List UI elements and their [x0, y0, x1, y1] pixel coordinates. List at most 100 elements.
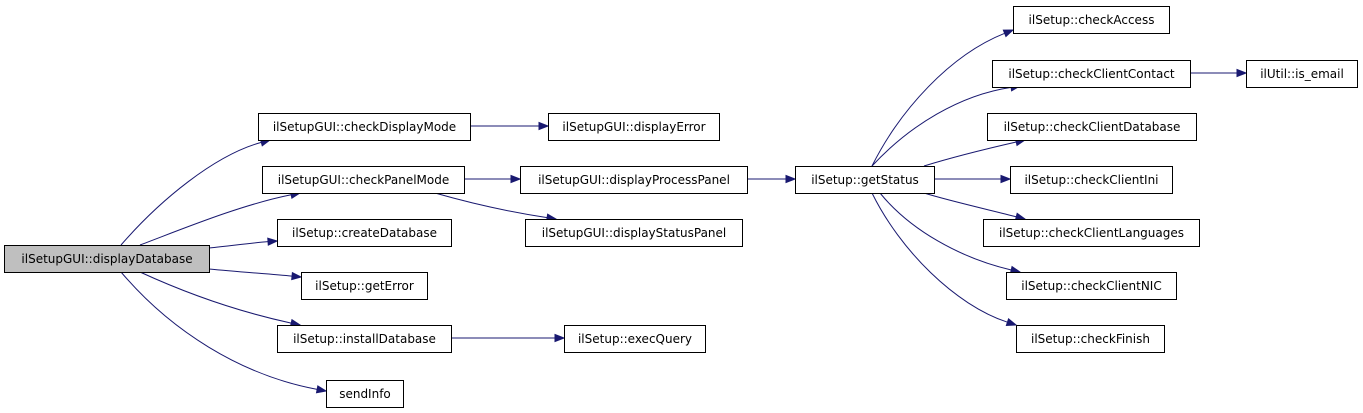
node-box: [992, 60, 1191, 88]
node-label: ilSetupGUI::checkDisplayMode: [273, 120, 456, 134]
node-label: ilSetup::createDatabase: [292, 226, 437, 240]
edge-displayDatabase-to-checkPanelMode: [139, 190, 302, 246]
node-displayStatusPanel[interactable]: ilSetupGUI::displayStatusPanel: [525, 219, 743, 247]
edge-displayDatabase-to-getError: [208, 268, 303, 281]
arrowhead-icon: [510, 174, 522, 184]
node-box: [525, 219, 743, 247]
edge-displayProcessPanel-to-getStatus: [747, 174, 797, 184]
node-sendInfo[interactable]: sendInfo: [326, 380, 404, 408]
edge-line: [879, 192, 1012, 271]
edge-checkPanelMode-to-displayProcessPanel: [464, 174, 522, 184]
node-label: ilSetup::installDatabase: [293, 332, 436, 346]
node-checkClientNIC[interactable]: ilSetup::checkClientNIC: [1006, 272, 1177, 300]
edge-line: [139, 194, 292, 246]
node-label: ilSetup::checkClientNIC: [1021, 279, 1161, 293]
node-box: [277, 219, 452, 247]
node-checkClientContact[interactable]: ilSetup::checkClientContact: [992, 60, 1191, 88]
edge-checkClientContact-to-is_email: [1190, 68, 1248, 78]
node-label: ilSetupGUI::displayDatabase: [21, 252, 192, 266]
arrowhead-icon: [554, 333, 566, 343]
edge-line: [871, 86, 1012, 167]
node-label: ilSetup::getError: [315, 279, 414, 293]
node-checkPanelMode[interactable]: ilSetupGUI::checkPanelMode: [262, 166, 465, 194]
node-checkClientLanguages[interactable]: ilSetup::checkClientLanguages: [983, 219, 1200, 247]
edge-getStatus-to-checkClientDatabase: [923, 137, 1027, 167]
arrowhead-icon: [1002, 29, 1015, 38]
node-box: [564, 325, 706, 353]
node-label: ilSetup::checkClientLanguages: [999, 226, 1184, 240]
edge-line: [434, 192, 548, 219]
node-label: ilSetupGUI::checkPanelMode: [278, 173, 450, 187]
node-label: ilUtil::is_email: [1260, 67, 1344, 81]
edge-getStatus-to-checkClientIni: [934, 174, 1012, 184]
node-box: [301, 272, 428, 300]
arrowhead-icon: [315, 385, 328, 394]
edge-line: [871, 32, 1005, 167]
arrowhead-icon: [538, 121, 550, 131]
node-displayDatabase: ilSetupGUI::displayDatabase: [4, 245, 210, 273]
node-layer: ilSetupGUI::displayDatabase ilSetupGUI::c…: [4, 6, 1358, 408]
edge-line: [871, 192, 1008, 323]
node-box: [1246, 60, 1358, 88]
node-box: [1013, 6, 1170, 34]
edge-line: [120, 141, 262, 246]
node-box: [983, 219, 1200, 247]
node-box: [1010, 166, 1173, 194]
edge-line: [120, 271, 318, 390]
arrowhead-icon: [785, 174, 797, 184]
node-checkClientDatabase[interactable]: ilSetup::checkClientDatabase: [987, 113, 1197, 141]
node-displayError[interactable]: ilSetupGUI::displayError: [548, 113, 720, 141]
node-box: [4, 245, 210, 273]
node-box: [277, 325, 452, 353]
edge-checkDisplayMode-to-displayError: [470, 121, 550, 131]
edge-displayDatabase-to-installDatabase: [139, 271, 302, 328]
edge-displayDatabase-to-sendInfo: [120, 271, 328, 394]
edge-line: [139, 271, 292, 324]
node-checkDisplayMode[interactable]: ilSetupGUI::checkDisplayMode: [258, 113, 471, 141]
node-box: [258, 113, 471, 141]
node-execQuery[interactable]: ilSetup::execQuery: [564, 325, 706, 353]
node-checkAccess[interactable]: ilSetup::checkAccess: [1013, 6, 1170, 34]
node-box: [548, 113, 720, 141]
arrowhead-icon: [1236, 68, 1248, 78]
node-label: ilSetup::checkClientIni: [1024, 173, 1158, 187]
node-installDatabase[interactable]: ilSetup::installDatabase: [277, 325, 452, 353]
edge-displayDatabase-to-createDatabase: [208, 237, 279, 249]
arrowhead-icon: [267, 237, 279, 246]
node-label: ilSetup::checkClientContact: [1008, 67, 1175, 81]
node-label: ilSetup::checkClientDatabase: [1004, 120, 1181, 134]
node-checkClientIni[interactable]: ilSetup::checkClientIni: [1010, 166, 1173, 194]
node-box: [326, 380, 404, 408]
arrowhead-icon: [291, 271, 303, 281]
node-box: [262, 166, 465, 194]
edge-getStatus-to-checkFinish: [871, 192, 1018, 327]
node-label: ilSetupGUI::displayError: [562, 120, 705, 134]
node-getError[interactable]: ilSetup::getError: [301, 272, 428, 300]
arrowhead-icon: [1005, 318, 1018, 327]
edge-line: [923, 192, 1017, 218]
node-checkFinish[interactable]: ilSetup::checkFinish: [1016, 325, 1165, 353]
arrowhead-icon: [1000, 174, 1012, 184]
node-label: ilSetup::execQuery: [578, 332, 692, 346]
node-label: ilSetup::getStatus: [811, 173, 919, 187]
node-box: [1006, 272, 1177, 300]
node-box: [795, 166, 935, 194]
node-box: [987, 113, 1197, 141]
node-displayProcessPanel[interactable]: ilSetupGUI::displayProcessPanel: [520, 166, 748, 194]
edge-line: [923, 141, 1017, 167]
edge-installDatabase-to-execQuery: [450, 333, 566, 343]
node-box: [1016, 325, 1165, 353]
edge-getStatus-to-checkClientLanguages: [923, 192, 1027, 221]
node-is_email[interactable]: ilUtil::is_email: [1246, 60, 1358, 88]
edge-getStatus-to-checkAccess: [871, 29, 1015, 167]
edge-checkPanelMode-to-displayStatusPanel: [434, 192, 558, 222]
node-label: ilSetupGUI::displayStatusPanel: [542, 226, 727, 240]
node-label: ilSetup::checkFinish: [1031, 332, 1150, 346]
node-getStatus[interactable]: ilSetup::getStatus: [795, 166, 935, 194]
node-label: ilSetup::checkAccess: [1029, 13, 1155, 27]
node-label: sendInfo: [339, 387, 391, 401]
node-label: ilSetupGUI::displayProcessPanel: [538, 173, 730, 187]
edge-line: [208, 241, 269, 249]
node-createDatabase[interactable]: ilSetup::createDatabase: [277, 219, 452, 247]
